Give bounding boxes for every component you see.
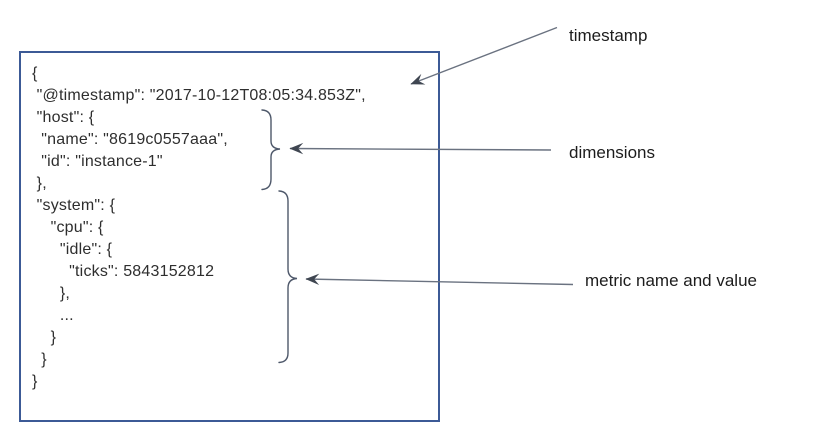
timestamp-label: timestamp — [569, 26, 648, 45]
json-code-line-ticks: "ticks": 5843152812 — [32, 263, 215, 280]
json-code-line-system-open: "system": { — [32, 197, 116, 214]
json-code-block: { "@timestamp": "2017-10-12T08:05:34.853… — [32, 63, 366, 393]
json-code-line-host-close: }, — [32, 175, 47, 192]
json-code-line-timestamp: "@timestamp": "2017-10-12T08:05:34.853Z"… — [32, 87, 366, 104]
json-code-line-idle-close: }, — [32, 285, 71, 302]
json-code-line-host-open: "host": { — [32, 109, 95, 126]
json-code-line-cpu-open: "cpu": { — [32, 219, 104, 236]
json-document-panel: { "@timestamp": "2017-10-12T08:05:34.853… — [19, 51, 440, 422]
dimensions-label: dimensions — [569, 143, 655, 162]
json-code-line-ellipsis: ... — [32, 307, 74, 324]
json-code-line-root-close: } — [32, 373, 38, 390]
json-code-line: { — [32, 65, 38, 82]
json-code-line-cpu-close: } — [32, 329, 57, 346]
json-code-line-host-name: "name": "8619c0557aaa", — [32, 131, 228, 148]
json-code-line-system-close: } — [32, 351, 47, 368]
json-code-line-idle-open: "idle": { — [32, 241, 113, 258]
json-code-line-host-id: "id": "instance-1" — [32, 153, 163, 170]
metric-label: metric name and value — [585, 271, 757, 290]
